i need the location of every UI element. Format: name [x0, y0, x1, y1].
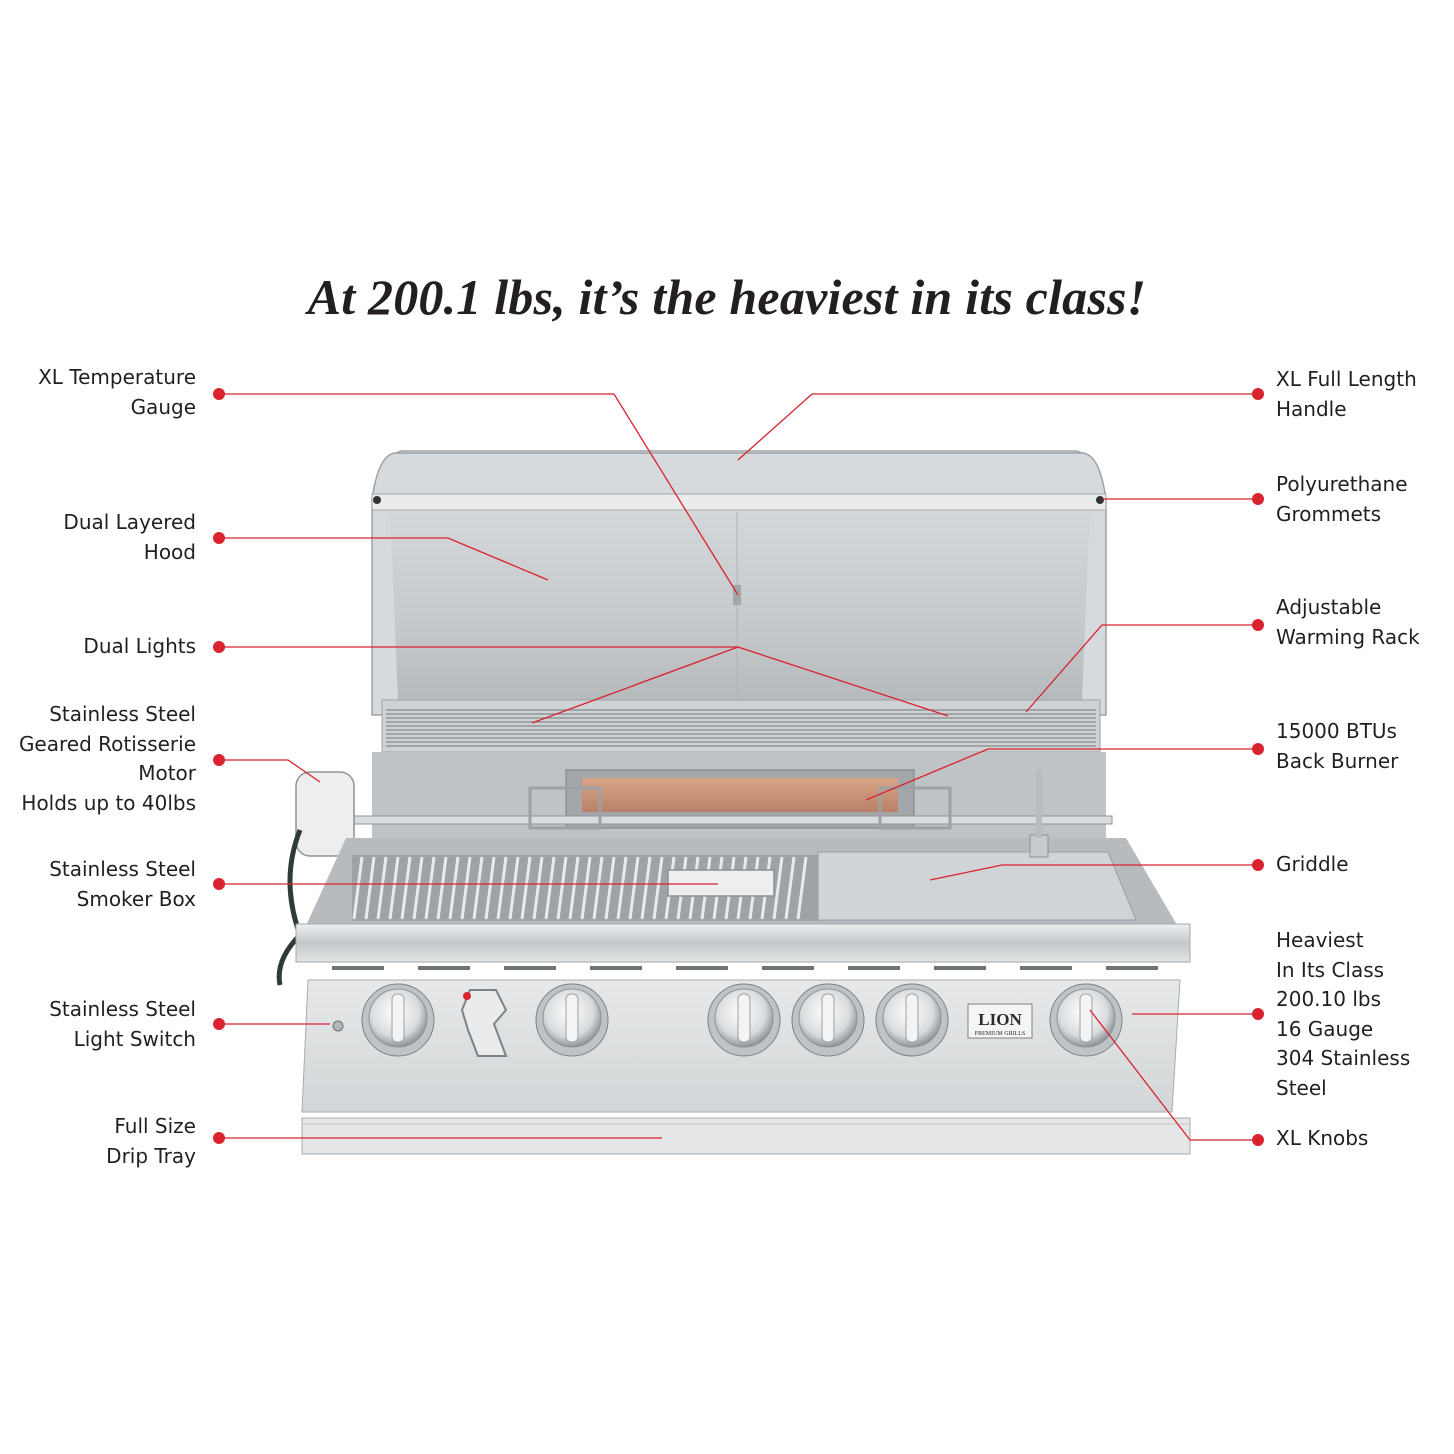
label-drip-tray: Full Size Drip Tray [106, 1114, 196, 1168]
label-dual-layered-hood: Dual Layered Hood [63, 510, 196, 564]
control-knob [1049, 983, 1123, 1057]
callout-warming-rack [1025, 624, 1258, 713]
label-griddle: Griddle [1276, 852, 1349, 876]
control-knob [535, 983, 609, 1057]
control-knob [361, 983, 435, 1057]
callout-knobs [1089, 1009, 1258, 1141]
rotisserie-rod [335, 815, 1113, 825]
label-knobs: XL Knobs [1276, 1126, 1369, 1150]
drip-tray [301, 1117, 1191, 1155]
label-heaviest: Heaviest In Its Class 200.10 lbs 16 Gaug… [1276, 928, 1411, 1100]
label-handle: XL Full Length Handle [1276, 367, 1417, 421]
callout-rotisserie-motor [219, 759, 321, 783]
label-temperature-gauge: XL Temperature Gauge [38, 365, 196, 419]
rotisserie-motor [295, 771, 355, 857]
brand-logo-word: LION [978, 1010, 1022, 1029]
grill-illustration: LION PREMIUM GRILLS [276, 450, 1191, 1155]
control-knob [707, 983, 781, 1057]
brand-logo-sub: PREMIUM GRILLS [975, 1031, 1026, 1037]
label-smoker-box: Stainless Steel Smoker Box [49, 857, 196, 911]
callout-lines [219, 393, 1258, 1141]
light-switch [332, 1020, 344, 1032]
callout-griddle [929, 864, 1258, 881]
griddle [817, 851, 1137, 921]
callout-dual-layered-hood [219, 537, 549, 581]
control-knob [875, 983, 949, 1057]
callout-dual-lights-2 [737, 646, 949, 717]
brand-badge: LION PREMIUM GRILLS [967, 1003, 1033, 1039]
callout-dots [213, 388, 1264, 1146]
label-light-switch: Stainless Steel Light Switch [49, 997, 196, 1051]
label-grommets: Polyurethane Grommets [1276, 472, 1408, 526]
smoker-box [667, 869, 775, 897]
label-rotisserie-motor: Stainless Steel Geared Rotisserie Motor … [18, 702, 196, 815]
label-dual-lights: Dual Lights [83, 634, 196, 658]
label-warming-rack: Adjustable Warming Rack [1276, 595, 1420, 649]
callout-temperature-gauge [219, 393, 739, 596]
temperature-gauge [733, 585, 741, 605]
control-knob [791, 983, 865, 1057]
headline: At 200.1 lbs, it’s the heaviest in its c… [307, 269, 1147, 325]
label-back-burner: 15000 BTUs Back Burner [1276, 719, 1399, 773]
lion-emblem [460, 989, 508, 1057]
callout-back-burner [865, 748, 1258, 801]
callout-handle [737, 393, 1258, 461]
hood-interior [390, 512, 1090, 700]
